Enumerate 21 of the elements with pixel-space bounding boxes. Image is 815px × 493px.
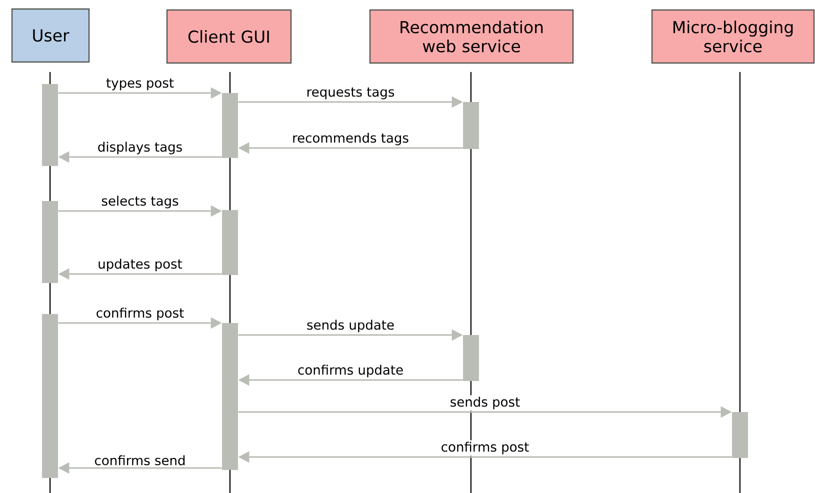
message-label: confirms post xyxy=(94,306,186,322)
participant-box: Client GUI xyxy=(166,9,292,64)
participant-box: User xyxy=(11,8,90,63)
participant-box: Micro-blogging service xyxy=(651,9,815,64)
message-label: selects tags xyxy=(100,194,180,210)
participant-box: Recommendation web service xyxy=(369,9,574,64)
activation-bar xyxy=(463,335,479,381)
activation-bar xyxy=(42,314,58,478)
message-label: confirms post xyxy=(439,440,531,456)
message-label: displays tags xyxy=(96,140,184,156)
message-label: types post xyxy=(104,76,176,92)
message-label: sends update xyxy=(305,318,396,334)
activation-bar xyxy=(222,210,238,275)
activation-bar xyxy=(463,102,479,149)
message-label: recommends tags xyxy=(290,131,410,147)
message-label: sends post xyxy=(448,395,522,411)
activation-bar xyxy=(732,412,748,458)
message-label: confirms send xyxy=(92,454,188,467)
message-label: updates post xyxy=(96,257,184,273)
message-label: requests tags xyxy=(304,86,396,101)
message-label: confirms update xyxy=(296,363,405,379)
